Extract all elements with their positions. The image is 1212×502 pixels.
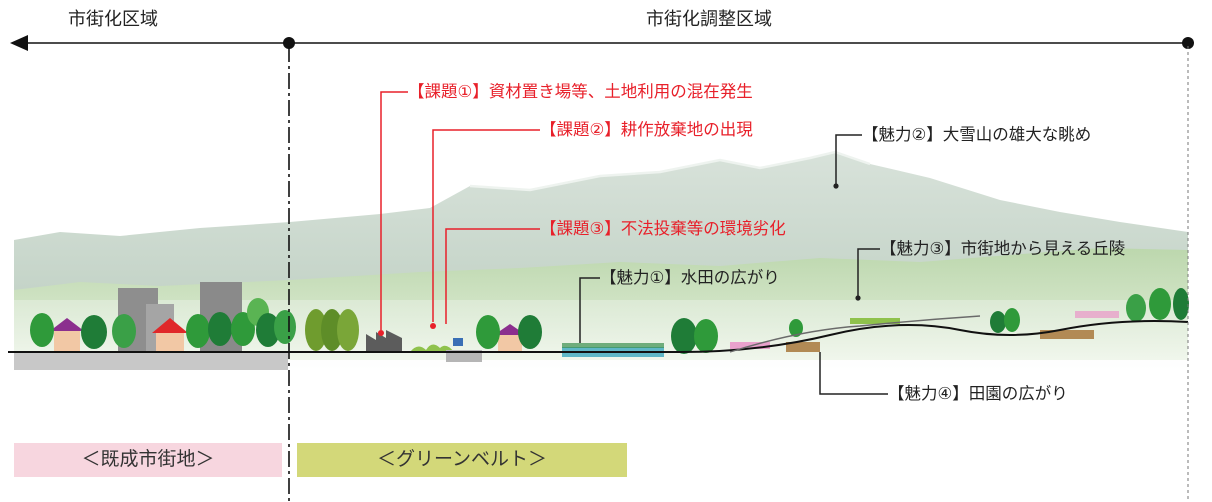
tree [305,309,327,351]
house-roof [50,318,84,331]
tree [208,312,232,346]
hill-contour [729,315,981,353]
tree [1149,288,1171,320]
tree [30,313,54,347]
urbanization-area-label: 市街化区域 [68,9,158,30]
tree [694,319,718,353]
issue-objects [366,330,482,362]
issue-1-label: 【課題①】資材置き場等、土地利用の混在発生 [408,82,753,101]
abandoned-field-grass [410,344,454,352]
left-arrowhead [10,35,28,51]
appeal-1-leader [579,277,600,343]
material-yard-shed [366,330,402,352]
tree [337,309,359,351]
tree [256,313,280,347]
mountain-snow-ridge [469,150,871,192]
greenbelt-band-label: ＜グリーンベルト＞ [376,448,548,470]
end-dot [1182,37,1194,49]
appeal-2-label: 【魅力②】大雪山の雄大な眺め [862,125,1092,144]
tree [990,311,1006,333]
appeal-1-label: 【魅力①】水田の広がり [600,268,780,287]
boundary-dot [283,37,295,49]
tree [1126,294,1146,322]
house [156,332,184,352]
issue-1-leader [380,91,408,330]
rice-paddy [562,343,664,357]
issue-1-marker [378,330,384,336]
appeal-2-leader [835,134,862,184]
issue-3-leader [445,228,540,324]
tree [186,314,210,348]
crop-rows [850,318,900,324]
house [498,334,522,352]
tree [518,315,542,349]
tree [789,319,803,337]
issue-2-leader [432,129,540,322]
tree [81,315,107,349]
tree [671,318,697,354]
appeal-2-marker [833,183,839,189]
paddy-rice [562,343,664,348]
tree [476,315,500,349]
appeal-4-leader [819,352,888,395]
issue-2-marker [430,323,436,329]
appeal-3-leader [857,248,880,296]
house-roof [494,324,526,335]
rolling-ground-line [560,320,1189,353]
existing-urban-band-label: ＜既成市街地＞ [81,448,215,470]
existing-urban-band [14,443,282,477]
issue-3-label: 【課題③】不法投棄等の環境劣化 [540,219,786,238]
field-rows [1040,330,1094,339]
tree [1004,308,1020,332]
dumped-object [453,338,463,346]
urban-base-slab [14,353,288,370]
tree [1173,288,1189,320]
appeal-leaders [579,134,888,395]
tree [112,314,136,348]
trees [30,288,1189,354]
appeal-4-label: 【魅力④】田園の広がり [888,384,1068,403]
appeal-3-marker [855,295,861,301]
issue-2-label: 【課題②】耕作放棄地の出現 [540,120,753,139]
boundary-lines [288,46,1189,502]
houses [50,318,526,352]
house [54,330,80,352]
greenbelt-band [297,443,627,477]
flower-field [1075,311,1119,318]
tree [231,312,255,346]
ground-lines [8,315,1189,353]
appeal-3-label: 【魅力③】市街地から見える丘陵 [880,239,1126,258]
issue-leaders [378,91,540,336]
urbanization-control-area-label: 市街化調整区域 [646,9,772,30]
field-rows [786,342,820,352]
tree [274,310,296,344]
zone-arrows [10,35,1194,51]
tree [321,309,343,351]
house-roof [152,318,188,333]
